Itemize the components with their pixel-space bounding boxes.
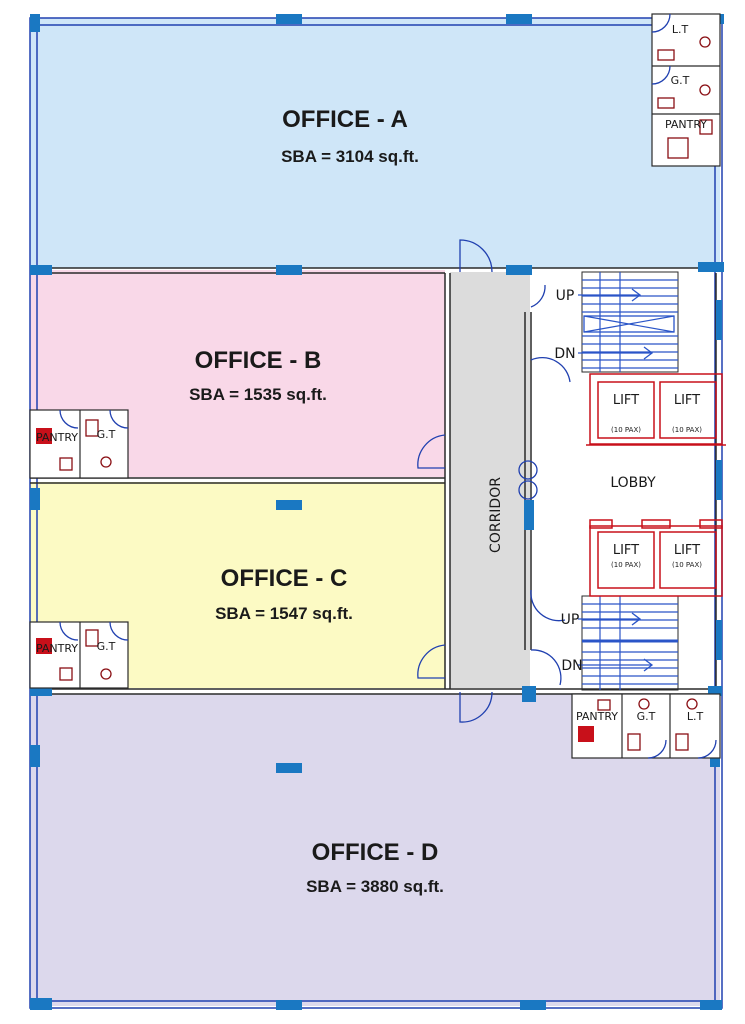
office-d-title: OFFICE - D xyxy=(312,839,439,866)
outer-wall-inner xyxy=(36,24,716,1002)
lift-4-cap: (10 PAX) xyxy=(672,561,702,569)
doors xyxy=(417,239,571,723)
wet-area-office-b xyxy=(29,409,129,479)
outer-wall xyxy=(29,17,723,1009)
office-b-title: OFFICE - B xyxy=(195,347,322,374)
office-c-title: OFFICE - C xyxy=(221,565,348,592)
wet-area-top-right xyxy=(651,13,721,167)
stair-bottom-up-label: UP xyxy=(561,612,580,628)
wet-d-gt: G.T xyxy=(637,710,656,723)
wet-c-gt: G.T xyxy=(97,640,116,653)
lobby-label: LOBBY xyxy=(610,475,656,491)
wet-area-office-c xyxy=(29,621,129,689)
office-a-title: OFFICE - A xyxy=(282,106,408,133)
office-d-sba: SBA = 3880 sq.ft. xyxy=(306,877,444,896)
lift-2-cap: (10 PAX) xyxy=(672,426,702,434)
stair-top-up-label: UP xyxy=(556,288,575,304)
lifts-top xyxy=(586,373,726,446)
lift-1-cap: (10 PAX) xyxy=(611,426,641,434)
wet-a-gt: G.T xyxy=(671,74,690,87)
corridor-label: CORRIDOR xyxy=(488,477,504,553)
wet-b-gt: G.T xyxy=(97,428,116,441)
wet-d-pantry: PANTRY xyxy=(576,710,618,723)
stair-bottom-dn-label: DN xyxy=(561,658,582,674)
wet-area-office-d xyxy=(571,693,721,759)
wet-d-lt: L.T xyxy=(687,710,704,723)
lift-3-label: LIFT xyxy=(613,543,639,558)
lifts-bottom xyxy=(589,519,723,597)
stair-bottom xyxy=(578,595,679,691)
office-a-area[interactable] xyxy=(30,18,720,268)
corridor-area xyxy=(450,272,530,688)
lift-1-label: LIFT xyxy=(613,393,639,408)
lift-2-label: LIFT xyxy=(674,393,700,408)
wet-c-pantry: PANTRY xyxy=(36,642,78,655)
stair-top xyxy=(578,271,679,373)
lift-3-cap: (10 PAX) xyxy=(611,561,641,569)
stair-top-dn-label: DN xyxy=(554,346,575,362)
wet-a-lt: L.T xyxy=(672,23,689,36)
office-b-sba: SBA = 1535 sq.ft. xyxy=(189,385,327,404)
wet-b-pantry: PANTRY xyxy=(36,431,78,444)
lift-4-label: LIFT xyxy=(674,543,700,558)
office-c-sba: SBA = 1547 sq.ft. xyxy=(215,604,353,623)
wet-a-pantry: PANTRY xyxy=(665,118,707,131)
office-a-sba: SBA = 3104 sq.ft. xyxy=(281,147,419,166)
